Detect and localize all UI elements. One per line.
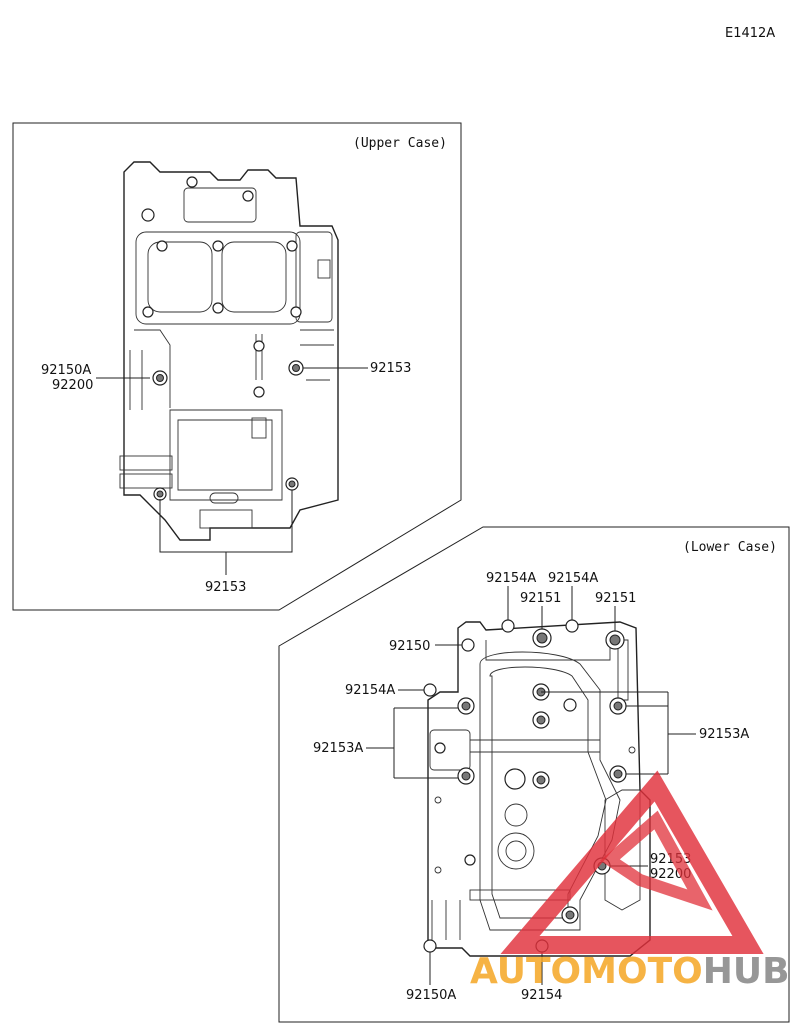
watermark-moto: MOTO [581,951,703,992]
lower-label-92154a-left: 92154A [345,683,395,698]
upper-label-92153-bottom: 92153 [205,580,246,595]
watermark-hub: HUB [703,951,790,992]
watermark-text: AUTOMOTOHUB [470,951,790,992]
watermark-logo: AUTOMOTOHUB [470,770,790,992]
lower-label-92151-1: 92151 [520,591,561,606]
watermark-mountain-icon [600,810,713,911]
upper-case-frame [12,122,462,611]
upper-case-panel: (Upper Case) [12,122,462,611]
lower-label-92150: 92150 [389,639,430,654]
watermark-auto: AUTO [470,951,581,992]
diagram-id: E1412A [725,26,775,41]
lower-label-92154a-1: 92154A [486,571,536,586]
watermark-triangle-icon [500,770,764,954]
upper-case-title: (Upper Case) [353,136,447,151]
lower-case-title: (Lower Case) [683,540,777,555]
lower-label-92153a-right: 92153A [699,727,749,742]
lower-label-92153a-left: 92153A [313,741,363,756]
lower-label-92150a: 92150A [406,988,456,1003]
upper-label-92153-right: 92153 [370,361,411,376]
lower-case-frame [278,526,790,1023]
lower-label-92154a-2: 92154A [548,571,598,586]
upper-label-92150a: 92150A [41,363,91,378]
lower-crankcase-drawing [423,619,651,957]
lower-label-92151-2: 92151 [595,591,636,606]
lower-label-92154: 92154 [521,988,562,1003]
upper-crankcase-drawing [119,161,339,541]
upper-label-92200: 92200 [52,378,93,393]
